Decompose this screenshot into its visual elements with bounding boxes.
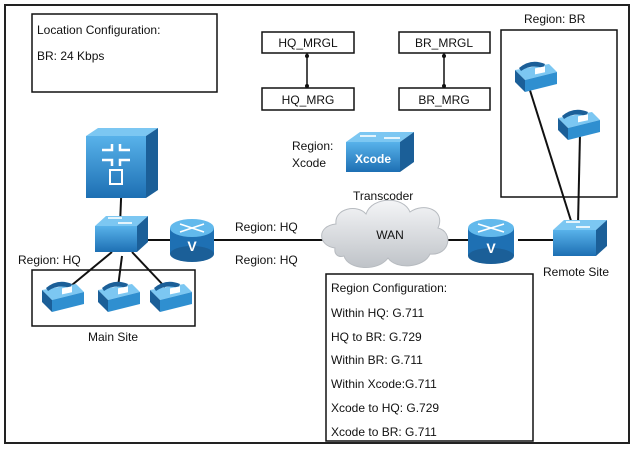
transcoder-device-text: Xcode (355, 152, 391, 166)
hq-mrg-box (261, 87, 355, 111)
remote-switch-icon (553, 220, 607, 256)
region-config-line-4: Within Xcode:G.711 (331, 377, 437, 391)
br-mrgl-group: BR_MRGL BR_MRG (398, 31, 491, 111)
hq-mrgl-label: HQ_MRGL (278, 36, 338, 50)
location-config-title: Location Configuration: (37, 23, 160, 37)
transcoder-region-line1: Region: (292, 139, 333, 153)
remote-site-label: Remote Site (543, 265, 609, 279)
main-phone-1-icon (42, 281, 84, 312)
link-remote-phone-2 (577, 133, 581, 225)
region-config-line-2: HQ to BR: G.729 (331, 330, 422, 344)
outer-frame (4, 4, 630, 444)
br-mrg-box (398, 87, 491, 111)
hq-mrgl-box (261, 31, 355, 54)
remote-region-box: Region: BR (500, 12, 618, 198)
wan-link-label-bottom: Region: HQ (235, 253, 298, 267)
main-site-label: Main Site (88, 330, 138, 344)
region-config-title: Region Configuration: (331, 281, 447, 295)
wan-link-label-top: Region: HQ (235, 220, 298, 234)
br-mrg-label: BR_MRG (418, 93, 469, 107)
region-config-line-1: Within HQ: G.711 (331, 306, 424, 320)
remote-phone-1-icon (515, 61, 557, 92)
br-router-symbol: V (486, 240, 496, 256)
main-phone-2-icon (98, 281, 140, 312)
link-remote-phone-1 (527, 83, 573, 225)
hq-switch-icon (95, 216, 148, 252)
br-mrgl-box (398, 31, 491, 54)
remote-region-label: Region: BR (524, 12, 586, 26)
br-router-icon: V (468, 219, 514, 264)
main-phone-3-icon (150, 281, 192, 312)
hq-mrg-label: HQ_MRG (282, 93, 335, 107)
main-site-region-label: Region: HQ (18, 253, 81, 267)
link-switch-phone-1 (71, 251, 113, 286)
region-config-line-6: Xcode to BR: G.711 (331, 425, 437, 439)
main-site-phones-box (31, 269, 196, 327)
wan-cloud: WAN (321, 199, 449, 268)
remote-phone-2-icon (558, 109, 600, 140)
call-manager-icon (86, 128, 158, 198)
hq-router-icon: V (170, 219, 214, 262)
location-config-box: Location Configuration: BR: 24 Kbps (31, 13, 218, 93)
region-config-line-5: Xcode to HQ: G.729 (331, 401, 439, 415)
transcoder-label: Transcoder (353, 189, 413, 203)
transcoder-region-line2: Xcode (292, 156, 326, 170)
hq-router-symbol: V (187, 238, 197, 254)
region-config-line-3: Within BR: G.711 (331, 353, 423, 367)
hq-mrgl-group: HQ_MRGL HQ_MRG (261, 31, 355, 111)
location-config-line: BR: 24 Kbps (37, 49, 104, 63)
transcoder-icon: Xcode (346, 132, 414, 172)
region-config-box: Region Configuration: Within HQ: G.711 H… (325, 273, 534, 442)
br-mrgl-label: BR_MRGL (415, 36, 473, 50)
wan-label: WAN (376, 228, 404, 242)
